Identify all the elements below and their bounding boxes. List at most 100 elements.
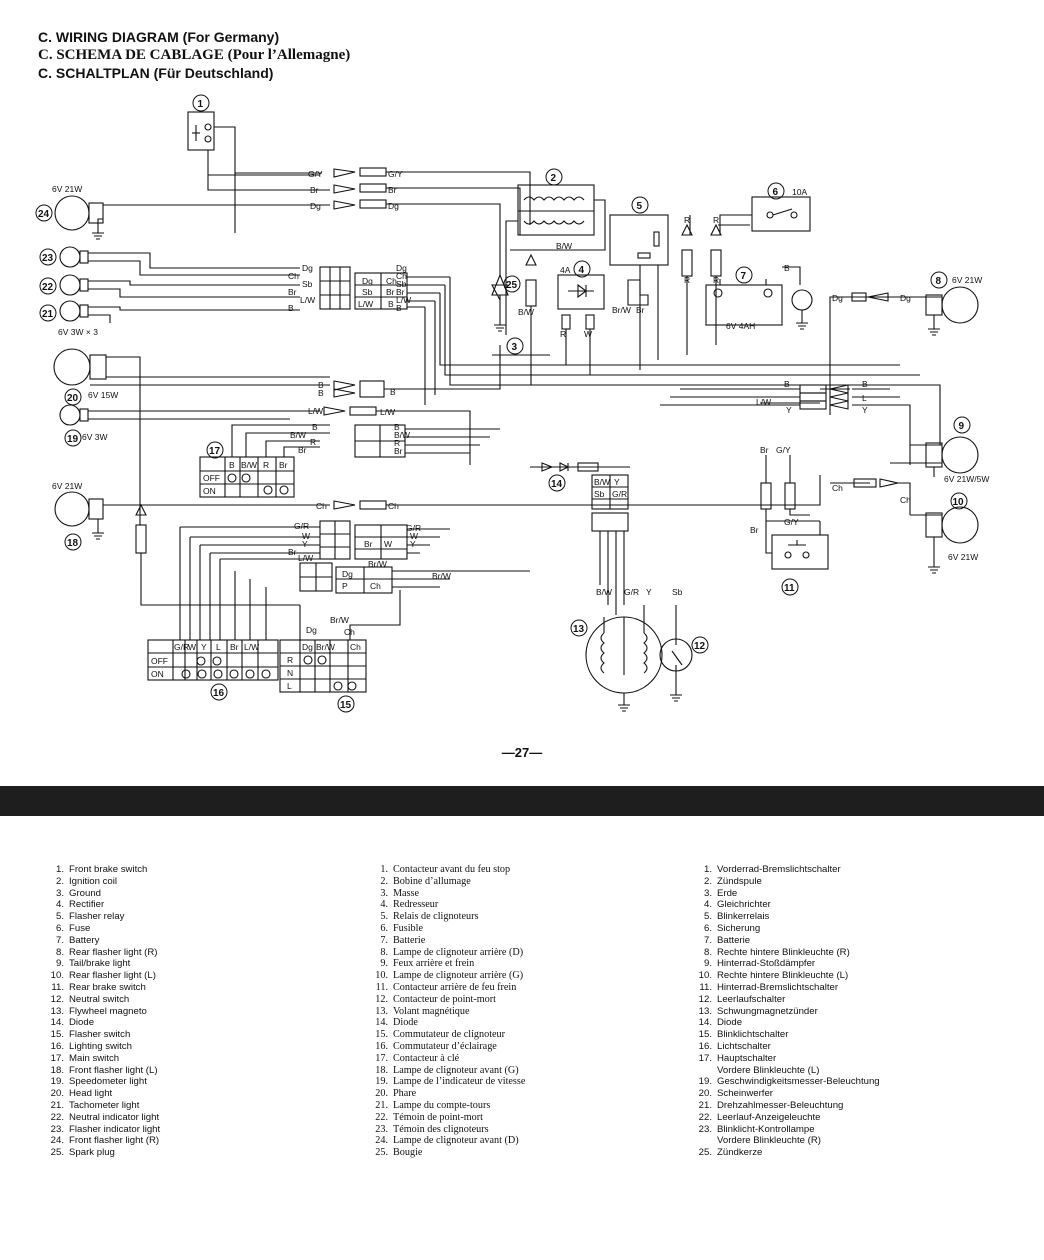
wire-label: Dg [362, 276, 373, 286]
callout-6: 6 [773, 187, 779, 198]
legend-number: 4. [380, 899, 388, 911]
legend-item: 3. Ground [46, 888, 160, 900]
title-german: C. SCHALTPLAN (Für Deutschland) [38, 65, 274, 81]
wire-label: Dg [302, 263, 313, 273]
legend-number: 7. [380, 934, 388, 946]
wire-label: Br [394, 446, 403, 456]
legend-text: Leerlauf-Anzeigeleuchte [717, 1111, 821, 1123]
legend-number: 17. [50, 1052, 64, 1064]
bulb-20-rating: 6V 15W [88, 390, 118, 400]
wire-label: Dg [342, 569, 353, 579]
legend-number: 23. [375, 1123, 388, 1135]
legend-item: 1.Contacteur avant du feu stop [370, 864, 525, 876]
wire-label: Y [410, 539, 416, 549]
wire-label: Dg [388, 201, 399, 211]
page-number: —27— [501, 745, 543, 760]
lighting-switch-col: L [216, 642, 221, 652]
callout-21: 21 [42, 309, 54, 320]
legend-item: 4.Redresseur [370, 899, 525, 911]
legend-number: 22. [698, 1111, 712, 1123]
wire-label: B/W [290, 430, 306, 440]
legend-item: 4.Rectifier [46, 899, 160, 911]
legend-number: 25. [698, 1147, 712, 1159]
wire-label: L/W [756, 397, 771, 407]
legend-item: 12.Contacteur de point-mort [370, 994, 525, 1006]
head-light [53, 348, 91, 386]
legend-number: 8. [703, 946, 712, 958]
legend-number: 2. [55, 875, 64, 887]
legend-text: Erde [717, 887, 738, 899]
wire-label: B [288, 303, 294, 313]
wire-label: Br [760, 445, 769, 455]
legend-item: 11.Hinterrad-Bremslichtschalter [694, 982, 880, 994]
legend-text: Sicherung [717, 922, 761, 934]
wire-label: Ch [900, 495, 911, 505]
legend-number: 25. [375, 1147, 388, 1159]
legend-text: Lampe de clignoteur avant (D) [393, 1135, 519, 1147]
wire-label: W [584, 329, 592, 339]
wire-label: R [394, 438, 400, 448]
flasher-switch-n-label: N [287, 668, 293, 678]
legend-text: Témoin des clignoteurs [393, 1123, 489, 1135]
legend-item: 22.Témoin de point-mort [370, 1112, 525, 1124]
flasher-switch-col: Br/W [316, 642, 335, 652]
main-switch-col-bw: B/W [241, 460, 257, 470]
main-switch-col-br: Br [279, 460, 288, 470]
legend-text: Rectifier [69, 899, 105, 911]
wire-label: W [302, 531, 310, 541]
legend-number: 3. [380, 887, 388, 899]
legend-item: 15.Flasher switch [46, 1029, 160, 1041]
legend-text: Gleichrichter [717, 899, 771, 911]
wire-label: Br/W [368, 559, 387, 569]
legend-item: 5.Blinkerrelais [694, 911, 880, 923]
flasher-switch-r-label: R [287, 655, 293, 665]
wire-label: B [396, 303, 402, 313]
wire-label: Ch [396, 271, 407, 281]
legend-item: 16.Lichtschalter [694, 1041, 880, 1053]
legend-item: 23. Témoin des clignoteurs [370, 1124, 525, 1136]
legend-number: 16. [375, 1040, 388, 1052]
legend-text: Ground [69, 887, 101, 899]
wire-label: W [410, 531, 418, 541]
wire-label: B/W [518, 307, 534, 317]
legend-number: 3. [55, 887, 64, 899]
wire-label: L/W [380, 407, 395, 417]
bulb-9-rating: 6V 21W/5W [944, 474, 989, 484]
legend-number: 19. [375, 1076, 388, 1088]
wire-label: B [312, 422, 318, 432]
legend-item: 20.Head light [46, 1088, 160, 1100]
legend-number: 7. [55, 934, 64, 946]
callout-10: 10 [953, 497, 965, 508]
legend-number: 10. [50, 970, 64, 982]
main-switch [199, 456, 295, 498]
callout-13: 13 [573, 624, 585, 635]
legend-text: Blinklichtschalter [717, 1029, 789, 1041]
legend-text: Contacteur à clé [393, 1052, 460, 1064]
legend-text: Lampe du compte-tours [393, 1099, 491, 1111]
callout-22: 22 [42, 282, 54, 293]
legend-text: Tail/brake light [69, 958, 131, 970]
legend-number: 25. [50, 1147, 64, 1159]
legend-text: Bougie [393, 1147, 423, 1159]
legend-text: Rear flasher light (L) [69, 970, 156, 982]
wire-label: W [384, 539, 392, 549]
legend-text: Bobine d’allumage [393, 875, 471, 887]
wire-label: Br [386, 287, 395, 297]
callout-2: 2 [551, 173, 557, 184]
legend-text: Batterie [717, 934, 751, 946]
legend-number: 15. [698, 1029, 712, 1041]
legend-text: Contacteur avant du feu stop [393, 864, 511, 875]
legend-item: 22. Leerlauf-Anzeigeleuchte [694, 1112, 880, 1124]
legend-number: 1. [703, 864, 712, 875]
legend-number: 10. [698, 970, 712, 982]
callout-23: 23 [42, 253, 54, 264]
legend-text: Flywheel magneto [69, 1005, 147, 1017]
wire-label: B [388, 299, 394, 309]
legend-number: 21. [375, 1099, 388, 1111]
callout-25: 25 [506, 280, 518, 291]
legend-number: 23. [50, 1123, 64, 1135]
legend-number: 20. [698, 1088, 712, 1100]
legend-text: Vordere Blinkleuchte (R) [717, 1135, 821, 1147]
legend-item: 17.Main switch [46, 1053, 160, 1065]
wiring-diagram: 6V 21W 6V 21W 6V 3W × 3 6V 15W 6V 3W 6V … [35, 94, 989, 713]
